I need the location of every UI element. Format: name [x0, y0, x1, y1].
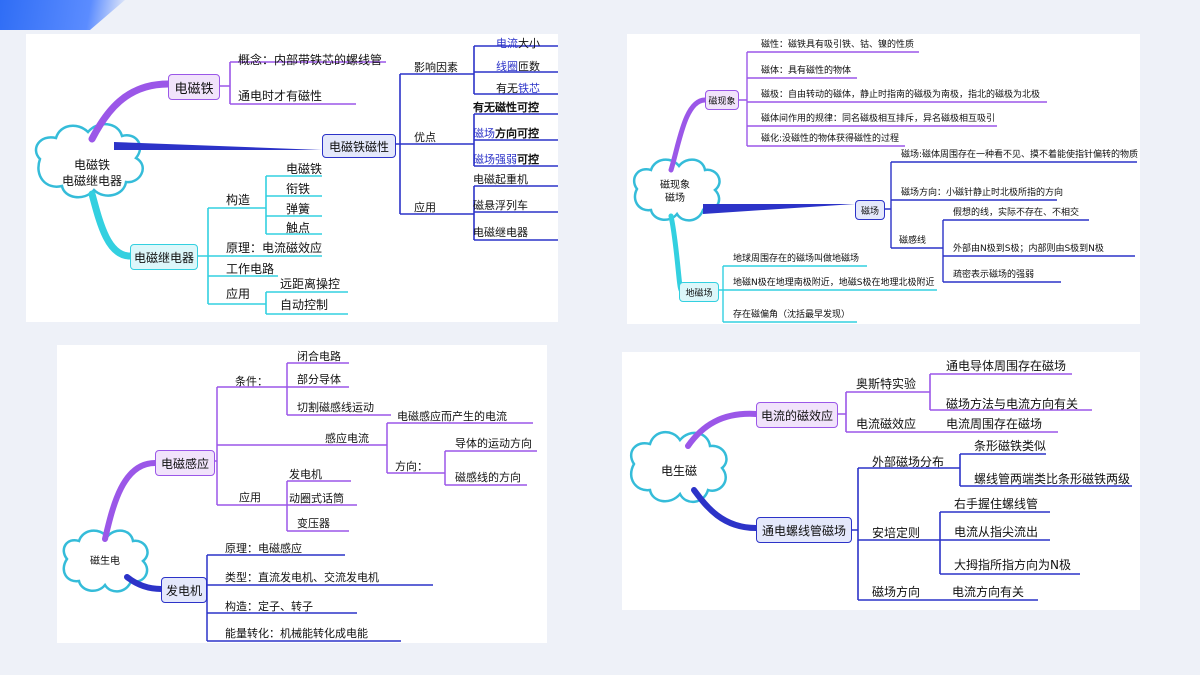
- leaf-magnetic-when-on: 通电时才有磁性: [238, 89, 323, 103]
- mindmap-magnetism: 磁现象磁场 磁现象 磁性：磁铁具有吸引铁、钴、镍的性质 磁体：具有磁性的物体 磁…: [627, 34, 1140, 324]
- leaf-cond-2: 部分导体: [297, 373, 341, 386]
- mindmap-magnetism-lines: [632, 51, 1137, 323]
- leaf-cond-3: 切割磁感线运动: [297, 401, 374, 414]
- root-node: 电生磁: [660, 464, 697, 478]
- node-relay: 电磁继电器: [130, 244, 198, 270]
- group-ampere-rule: 安培定则: [872, 526, 921, 540]
- leaf-fl1: 假想的线，实际不存在、不相交: [953, 208, 1080, 218]
- leaf-struct-3: 弹簧: [286, 202, 311, 216]
- root-node: 电磁铁电磁继电器: [61, 158, 122, 188]
- leaf-cond-1: 闭合电路: [297, 350, 341, 363]
- group-field-direction: 磁场方向: [872, 585, 921, 599]
- leaf-amp-3: 大拇指所指方向为N极: [954, 558, 1071, 572]
- node-generator: 发电机: [161, 577, 207, 603]
- leaf-gen-2: 类型：直流发电机、交流发电机: [225, 571, 379, 584]
- leaf-amp-1: 右手握住螺线管: [954, 497, 1039, 511]
- node-current-magnetic-effect: 电流的磁效应: [756, 402, 838, 428]
- leaf-dir-1: 导体的运动方向: [455, 437, 532, 450]
- leaf-fd-1: 电流方向有关: [952, 585, 1025, 599]
- leaf-amp-2: 电流从指尖流出: [954, 525, 1039, 539]
- leaf-app-crane: 电磁起重机: [473, 173, 528, 186]
- group-external: 外部磁场分布: [872, 455, 945, 469]
- leaf-oe-1: 通电导体周围存在磁场: [946, 359, 1067, 373]
- node-geomagnetic: 地磁场: [679, 282, 719, 302]
- node-solenoid-field: 通电螺线管磁场: [756, 517, 852, 543]
- group-structure: 构造: [226, 193, 251, 207]
- leaf-f2: 磁场方向：小磁针静止时北极所指的方向: [901, 188, 1064, 198]
- leaf-ia-1: 发电机: [289, 468, 322, 481]
- leaf-p1: 磁性：磁铁具有吸引铁、钴、镍的性质: [761, 40, 915, 50]
- leaf-adv-3: 磁场强弱可控: [473, 153, 539, 166]
- leaf-p2: 磁体：具有磁性的物体: [761, 66, 852, 76]
- mindmap-electromagnet: 电磁铁电磁继电器 电磁铁 概念：内部带铁芯的螺线管 通电时才有磁性 电磁铁磁性 …: [26, 34, 558, 322]
- mindmap-magnetism-electricity: 磁生电 电磁感应 条件： 闭合电路 部分导体 切割磁感线运动 感应电流 电磁感应…: [57, 345, 547, 643]
- leaf-app-maglev: 磁悬浮列车: [473, 199, 528, 212]
- leaf-dir-2: 磁感线的方向: [455, 471, 521, 484]
- group-current-effect: 电流磁效应: [856, 417, 917, 431]
- leaf-gen-4: 能量转化：机械能转化成电能: [225, 627, 368, 640]
- leaf-g3: 存在磁偏角（沈括最早发现）: [733, 310, 851, 320]
- leaf-gen-3: 构造：定子、转子: [225, 600, 313, 613]
- leaf-oe-2: 磁场方法与电流方向有关: [946, 397, 1079, 411]
- group-factors: 影响因素: [414, 61, 458, 74]
- leaf-adv-1: 有无磁性可控: [473, 101, 539, 114]
- mindmap-electromagnet-lines: [34, 45, 558, 315]
- node-phenomena: 磁现象: [705, 90, 739, 110]
- leaf-ext-2: 螺线管两端类比条形磁铁两级: [974, 472, 1131, 486]
- leaf-ce-1: 电流周围存在磁场: [946, 417, 1043, 431]
- group-conditions: 条件：: [235, 375, 268, 388]
- root-node: 磁生电: [90, 556, 120, 567]
- leaf-g2: 地磁N极在地理南极附近，地磁S极在地理北极附近: [733, 278, 935, 288]
- group-induced-current: 感应电流: [325, 432, 369, 445]
- leaf-struct-4: 触点: [286, 221, 311, 235]
- leaf-ext-1: 条形磁铁类似: [974, 439, 1047, 453]
- leaf-fl2: 外部由N极到S极；内部则由S极到N极: [953, 244, 1104, 254]
- leaf-p5: 磁化:没磁性的物体获得磁性的过程: [761, 134, 900, 144]
- group-field-lines: 磁感线: [899, 236, 927, 246]
- leaf-auto: 自动控制: [280, 298, 329, 312]
- leaf-ia-2: 动圈式话筒: [289, 492, 344, 505]
- leaf-concept: 概念：内部带铁芯的螺线管: [238, 53, 383, 67]
- mindmap-electricity-magnetism: 电生磁 电流的磁效应 奥斯特实验 通电导体周围存在磁场 磁场方法与电流方向有关 …: [622, 352, 1140, 610]
- node-electromagnet-magnetism: 电磁铁磁性: [322, 134, 396, 158]
- group-ind-apps: 应用: [239, 491, 261, 504]
- leaf-factor-core: 有无铁芯: [496, 82, 540, 95]
- root-node: 磁现象磁场: [660, 180, 690, 204]
- leaf-p3: 磁极：自由转动的磁体，静止时指南的磁极为南极，指北的磁极为北极: [761, 90, 1041, 100]
- mindmap-induction-lines: [62, 362, 537, 642]
- leaf-app-relay: 电磁继电器: [473, 226, 528, 239]
- leaf-struct-1: 电磁铁: [286, 162, 323, 176]
- corner-accent: [0, 0, 125, 30]
- leaf-working-circuit: 工作电路: [226, 262, 275, 276]
- leaf-factor-turns: 线圈匝数: [496, 60, 540, 73]
- group-direction: 方向：: [395, 460, 428, 473]
- leaf-principle: 原理：电流磁效应: [226, 241, 323, 255]
- group-advantages: 优点: [414, 131, 436, 144]
- leaf-ia-3: 变压器: [297, 517, 330, 530]
- group-applications: 应用: [414, 201, 436, 214]
- leaf-f1: 磁场:磁体周围存在一种看不见、摸不着能使指针偏转的物质: [901, 150, 1139, 160]
- mindmap-em-lines: [629, 373, 1132, 601]
- group-relay-apps: 应用: [226, 287, 251, 301]
- leaf-adv-2: 磁场方向可控: [473, 127, 539, 140]
- group-oersted: 奥斯特实验: [856, 377, 917, 391]
- leaf-p4: 磁体间作用的规律：同名磁极相互排斥，异名磁极相互吸引: [761, 114, 996, 124]
- leaf-fl3: 疏密表示磁场的强弱: [953, 270, 1035, 280]
- node-induction: 电磁感应: [155, 450, 215, 476]
- leaf-g1: 地球周围存在的磁场叫做地磁场: [733, 254, 860, 264]
- leaf-factor-current: 电流大小: [496, 37, 540, 50]
- node-field: 磁场: [855, 200, 885, 220]
- leaf-ic-1: 电磁感应而产生的电流: [397, 410, 507, 423]
- leaf-remote: 远距离操控: [280, 277, 341, 291]
- node-electromagnet: 电磁铁: [168, 74, 220, 100]
- leaf-struct-2: 衔铁: [286, 182, 311, 196]
- leaf-gen-1: 原理：电磁感应: [225, 542, 302, 555]
